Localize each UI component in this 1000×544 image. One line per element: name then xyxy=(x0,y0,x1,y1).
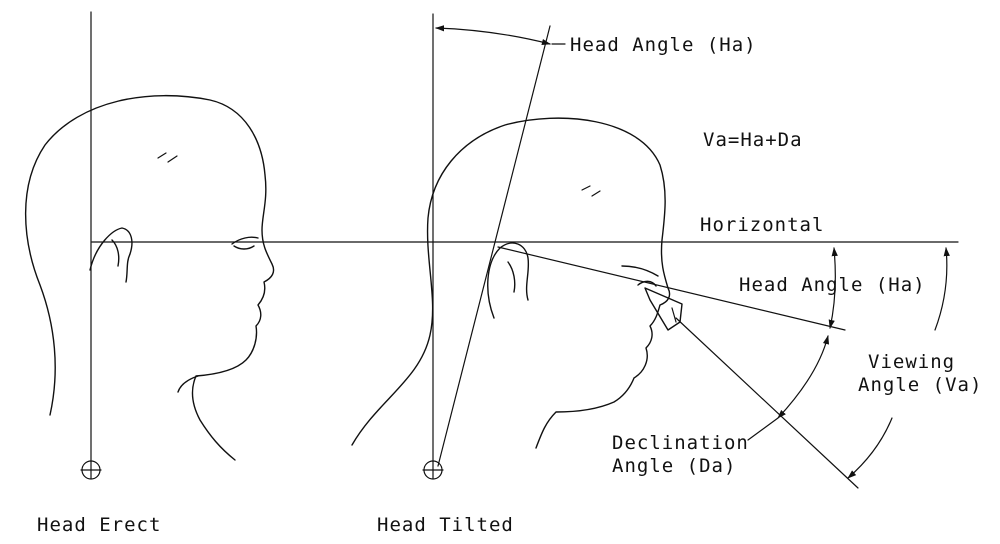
head-erect-figure xyxy=(24,11,275,480)
viewing-angle-arc-upper xyxy=(934,247,950,331)
head-angle-top-arc xyxy=(435,25,551,46)
head-tilt-line xyxy=(497,246,846,331)
tilted-head-axis-line xyxy=(437,25,551,467)
head-angle-mid-arc xyxy=(828,247,838,329)
head-angle-mid-label: Head Angle (Ha) xyxy=(739,274,926,296)
tilted-head-profile xyxy=(351,117,671,449)
erect-head-profile xyxy=(24,94,275,461)
line-of-sight xyxy=(675,317,859,489)
viewing-angle-arc-lower xyxy=(847,417,893,479)
erect-ear xyxy=(89,227,133,283)
head-tilted-caption: Head Tilted xyxy=(377,514,514,536)
head-tilted-figure xyxy=(351,13,683,480)
declination-angle-label-line2: Angle (Da) xyxy=(612,455,736,477)
tilted-eye xyxy=(621,265,659,277)
declination-angle-arc xyxy=(777,335,830,419)
viewing-angle-label-line2: Angle (Va) xyxy=(858,374,982,396)
head-erect-caption: Head Erect xyxy=(37,514,161,536)
declination-angle-label-line1: Declination xyxy=(612,432,749,454)
tilted-ear xyxy=(487,242,530,319)
erect-eye xyxy=(231,236,259,245)
head-angle-top-label: Head Angle (Ha) xyxy=(570,34,757,56)
formula-label: Va=Ha+Da xyxy=(703,129,803,151)
eyewear-device-icon xyxy=(644,287,683,331)
horizontal-label: Horizontal xyxy=(700,214,824,236)
viewing-angle-label-line1: Viewing xyxy=(868,351,955,373)
